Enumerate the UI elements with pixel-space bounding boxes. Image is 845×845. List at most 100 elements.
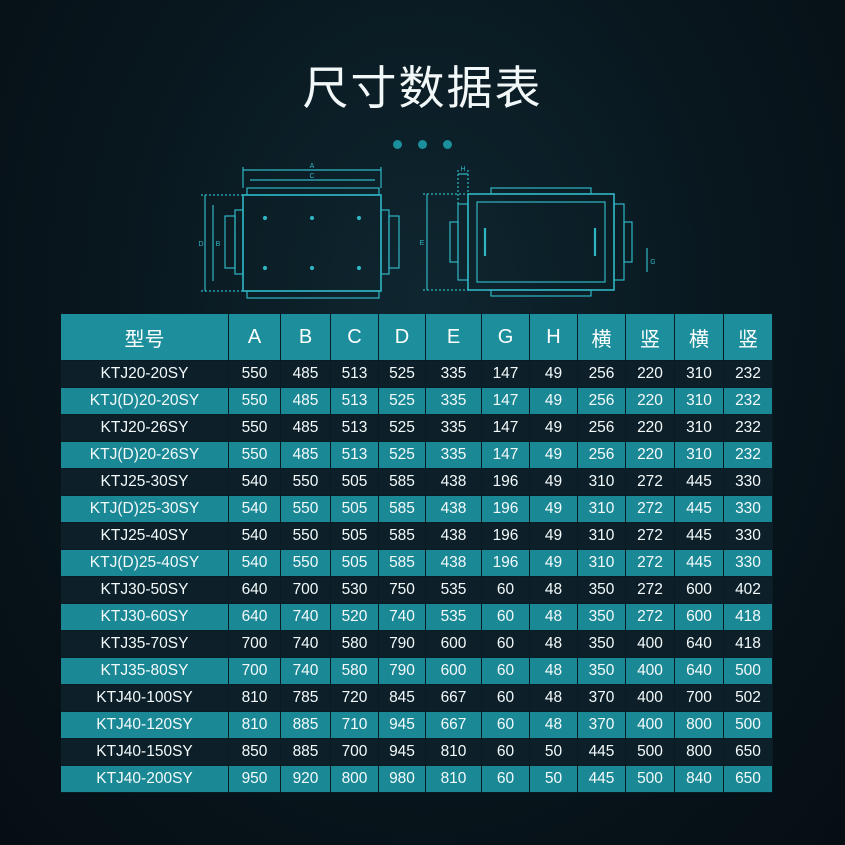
value-cell: 60: [482, 739, 530, 766]
column-header: 竖: [626, 314, 675, 361]
value-cell: 49: [530, 415, 578, 442]
value-cell: 500: [724, 658, 773, 685]
value-cell: 640: [675, 658, 724, 685]
value-cell: 49: [530, 469, 578, 496]
value-cell: 740: [281, 604, 331, 631]
value-cell: 750: [379, 577, 426, 604]
value-cell: 485: [281, 415, 331, 442]
value-cell: 580: [331, 658, 379, 685]
value-cell: 513: [331, 388, 379, 415]
value-cell: 330: [724, 523, 773, 550]
value-cell: 920: [281, 766, 331, 793]
value-cell: 50: [530, 739, 578, 766]
value-cell: 49: [530, 550, 578, 577]
value-cell: 60: [482, 631, 530, 658]
value-cell: 700: [675, 685, 724, 712]
column-header: B: [281, 314, 331, 361]
value-cell: 710: [331, 712, 379, 739]
value-cell: 49: [530, 388, 578, 415]
value-cell: 650: [724, 739, 773, 766]
value-cell: 535: [426, 604, 482, 631]
column-header: D: [379, 314, 426, 361]
value-cell: 513: [331, 415, 379, 442]
value-cell: 60: [482, 766, 530, 793]
value-cell: 370: [578, 685, 626, 712]
value-cell: 60: [482, 685, 530, 712]
page-title: 尺寸数据表: [302, 61, 543, 115]
front-view-drawing: [201, 167, 400, 299]
value-cell: 505: [331, 550, 379, 577]
value-cell: 350: [578, 577, 626, 604]
value-cell: 310: [578, 523, 626, 550]
value-cell: 445: [675, 550, 724, 577]
model-cell: KTJ25-30SY: [61, 469, 229, 496]
value-cell: 330: [724, 550, 773, 577]
value-cell: 550: [281, 523, 331, 550]
value-cell: 525: [379, 415, 426, 442]
value-cell: 310: [578, 469, 626, 496]
value-cell: 550: [229, 388, 281, 415]
column-header: A: [229, 314, 281, 361]
value-cell: 147: [482, 388, 530, 415]
value-cell: 740: [281, 631, 331, 658]
value-cell: 49: [530, 442, 578, 469]
value-cell: 196: [482, 496, 530, 523]
value-cell: 445: [675, 469, 724, 496]
value-cell: 505: [331, 496, 379, 523]
value-cell: 438: [426, 496, 482, 523]
value-cell: 220: [626, 415, 675, 442]
value-cell: 272: [626, 577, 675, 604]
value-cell: 500: [626, 739, 675, 766]
value-cell: 310: [675, 388, 724, 415]
value-cell: 232: [724, 442, 773, 469]
value-cell: 640: [675, 631, 724, 658]
value-cell: 500: [626, 766, 675, 793]
value-cell: 418: [724, 604, 773, 631]
value-cell: 520: [331, 604, 379, 631]
value-cell: 945: [379, 739, 426, 766]
value-cell: 400: [626, 658, 675, 685]
value-cell: 585: [379, 550, 426, 577]
value-cell: 330: [724, 496, 773, 523]
value-cell: 350: [578, 604, 626, 631]
value-cell: 310: [578, 496, 626, 523]
model-cell: KTJ(D)20-26SY: [61, 442, 229, 469]
value-cell: 220: [626, 442, 675, 469]
model-cell: KTJ20-20SY: [61, 361, 229, 388]
value-cell: 232: [724, 361, 773, 388]
value-cell: 740: [379, 604, 426, 631]
value-cell: 147: [482, 415, 530, 442]
value-cell: 256: [578, 415, 626, 442]
value-cell: 49: [530, 361, 578, 388]
dim-label: A: [310, 163, 315, 170]
value-cell: 272: [626, 523, 675, 550]
value-cell: 810: [426, 766, 482, 793]
value-cell: 220: [626, 388, 675, 415]
value-cell: 256: [578, 361, 626, 388]
value-cell: 700: [331, 739, 379, 766]
dimension-diagrams: A C D B H E G: [198, 163, 655, 299]
value-cell: 445: [578, 739, 626, 766]
column-header: 竖: [724, 314, 773, 361]
value-cell: 272: [626, 604, 675, 631]
value-cell: 505: [331, 523, 379, 550]
value-cell: 810: [426, 739, 482, 766]
value-cell: 400: [626, 631, 675, 658]
value-cell: 667: [426, 712, 482, 739]
value-cell: 438: [426, 523, 482, 550]
model-cell: KTJ40-120SY: [61, 712, 229, 739]
value-cell: 272: [626, 496, 675, 523]
column-header: E: [426, 314, 482, 361]
value-cell: 810: [229, 712, 281, 739]
value-cell: 48: [530, 604, 578, 631]
